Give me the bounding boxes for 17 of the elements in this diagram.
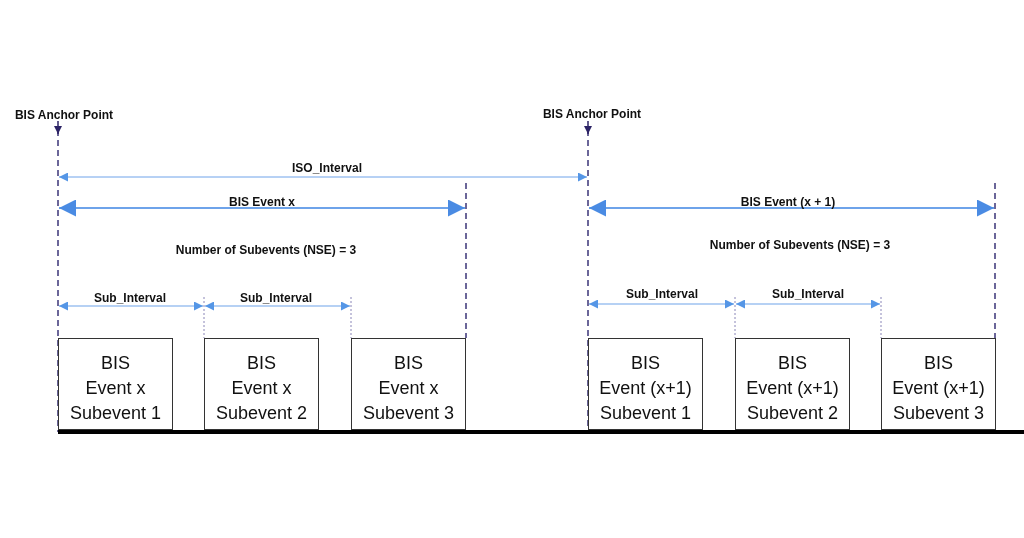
- interval-label: BIS Event (x + 1): [740, 195, 836, 209]
- event-box: BIS Event (x+1) Subevent 1: [588, 338, 703, 430]
- event-box: BIS Event (x+1) Subevent 2: [735, 338, 850, 430]
- interval-label: Sub_Interval: [626, 287, 698, 301]
- anchor-label: BIS Anchor Point: [542, 107, 642, 121]
- anchor-label: BIS Anchor Point: [14, 108, 114, 122]
- event-box: BIS Event x Subevent 2: [204, 338, 319, 430]
- event-box: BIS Event (x+1) Subevent 3: [881, 338, 996, 430]
- event-box: BIS Event x Subevent 1: [58, 338, 173, 430]
- interval-label: BIS Event x: [229, 195, 295, 209]
- event-box: BIS Event x Subevent 3: [351, 338, 466, 430]
- interval-label: Sub_Interval: [240, 291, 312, 305]
- note-text: Number of Subevents (NSE) = 3: [709, 238, 891, 252]
- interval-label: Sub_Interval: [94, 291, 166, 305]
- note-text: Number of Subevents (NSE) = 3: [175, 243, 357, 257]
- interval-label: ISO_Interval: [292, 161, 362, 175]
- interval-label: Sub_Interval: [772, 287, 844, 301]
